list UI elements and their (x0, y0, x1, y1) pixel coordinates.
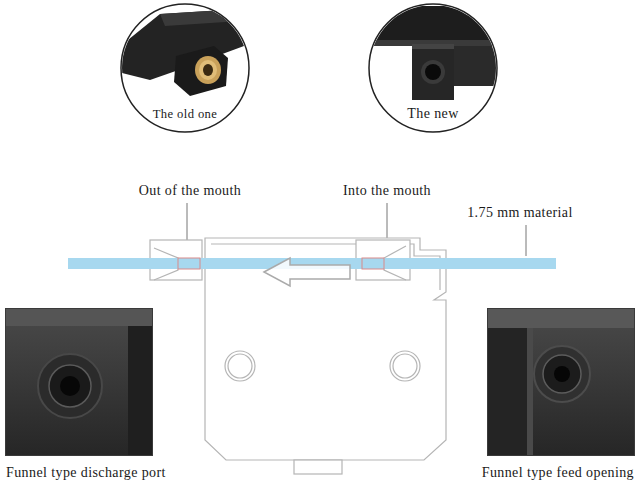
bottom-tab (294, 460, 342, 474)
port-boss (38, 354, 102, 418)
photo-ground (5, 308, 153, 456)
port-funnel (49, 365, 91, 407)
mount-hole (225, 351, 255, 381)
part-label: Into the mouth (341, 183, 433, 199)
part-side (487, 328, 527, 456)
circle-label: The old one (121, 106, 249, 122)
sensor-body (205, 238, 446, 460)
photo-ground (487, 308, 635, 456)
mount-hole-inner (228, 354, 252, 378)
new-part-photo (368, 6, 498, 100)
part-top (487, 308, 635, 328)
part-side (128, 326, 153, 456)
hole (203, 64, 213, 76)
direction-arrow (264, 258, 350, 286)
part-boss (174, 46, 228, 96)
circle-label: The new (369, 106, 497, 122)
photo-box: Funnel type feed opening (487, 308, 635, 456)
port-funnel (543, 355, 581, 393)
circle-outline (369, 4, 497, 132)
leader-line (526, 225, 527, 256)
old-part-photo (118, 8, 255, 96)
part-edge (527, 328, 533, 456)
circle-outline (121, 4, 249, 132)
port-channel (362, 258, 384, 269)
leader-line (187, 203, 188, 240)
port-hole (554, 366, 570, 382)
part-body (368, 6, 498, 46)
photo-box: Funnel type discharge port (5, 308, 153, 456)
hole (425, 64, 441, 80)
part-top (5, 308, 153, 326)
hole-ring (421, 60, 445, 84)
detail-circle: The new (369, 4, 497, 132)
brass-ring (195, 56, 221, 84)
part-edge (160, 8, 255, 26)
sensor-outline (150, 238, 446, 474)
photo-caption: Funnel type discharge port (6, 465, 166, 481)
port-channel (178, 258, 200, 269)
brass-ring-inner (199, 60, 217, 80)
port-hole (60, 376, 80, 396)
part-boss (412, 44, 454, 100)
part-side (452, 46, 498, 86)
detail-circle: The old one (121, 4, 249, 132)
mount-hole (390, 351, 420, 381)
mount-hole-inner (393, 354, 417, 378)
photo-caption: Funnel type feed opening (482, 465, 634, 481)
part-label: Out of the mouth (137, 183, 243, 199)
discharge-port-photo (5, 308, 153, 456)
part-label: 1.75 mm material (465, 205, 575, 221)
part-boss-edge (412, 44, 454, 49)
feed-opening-photo (487, 308, 635, 456)
port-boss (534, 346, 590, 402)
